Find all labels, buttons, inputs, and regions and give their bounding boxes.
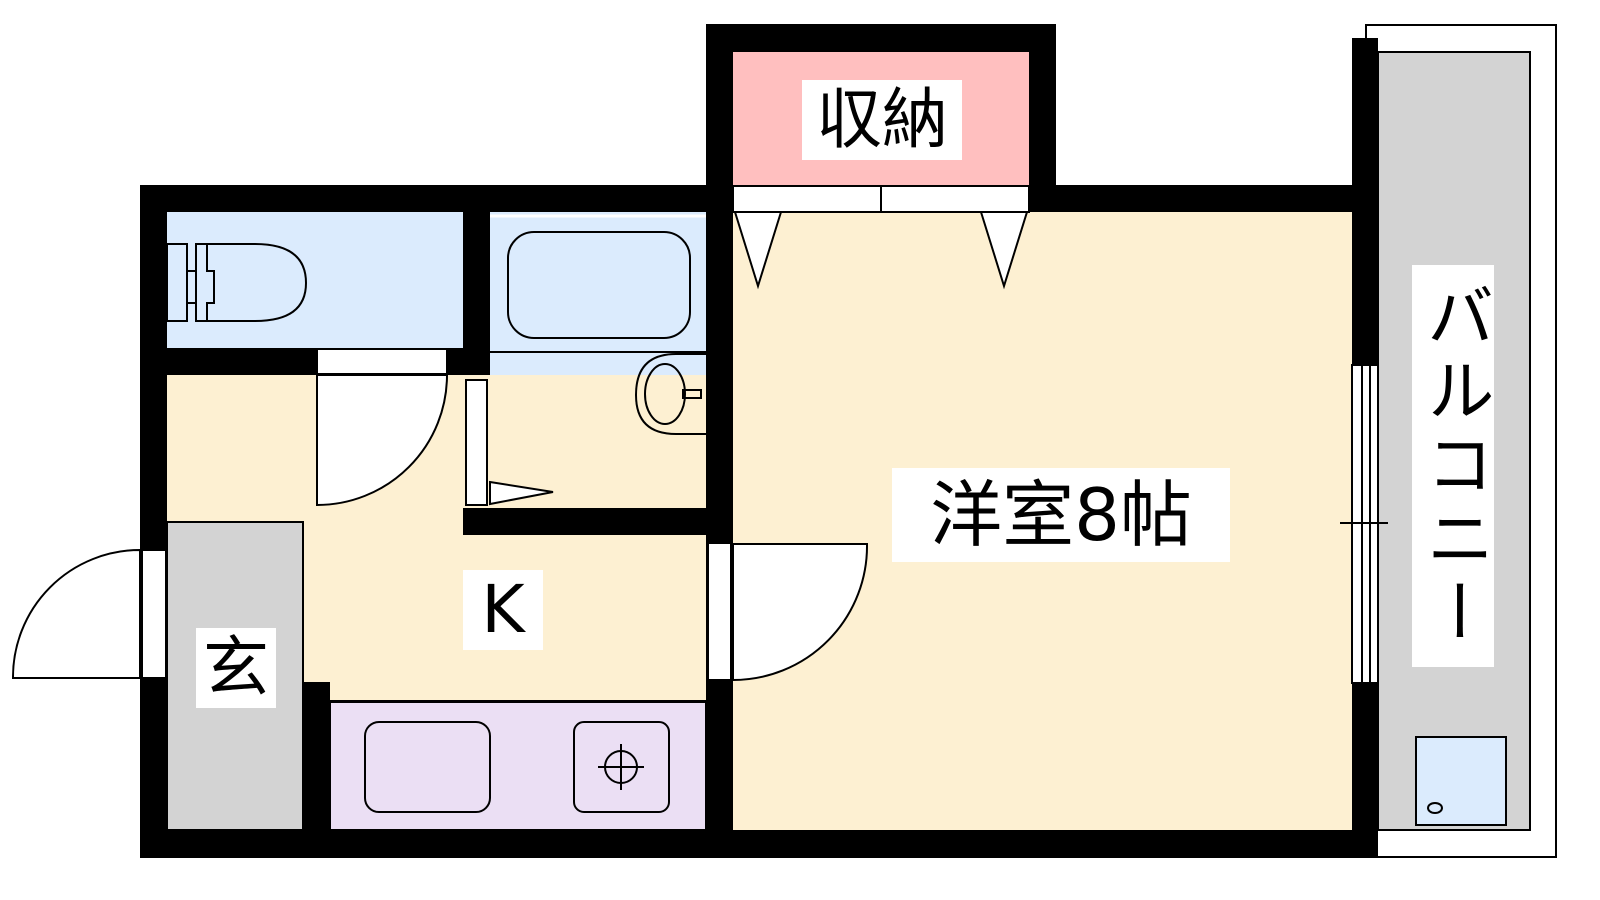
toilet-icon [166, 243, 308, 322]
kitchen-label: K [463, 570, 543, 650]
entrance-door[interactable] [11, 548, 167, 679]
western-room-label: 洋室8帖 [892, 468, 1230, 562]
stove-icon [573, 721, 670, 813]
toilet-floor [167, 212, 463, 348]
toilet-door[interactable] [316, 348, 449, 507]
washbasin-icon [634, 353, 706, 435]
storage-label: 収納 [802, 80, 962, 160]
outdoor-unit [1415, 736, 1507, 826]
drain-icon [1427, 802, 1443, 814]
room-door[interactable] [707, 542, 869, 682]
bathtub-icon [507, 231, 691, 339]
bath-door[interactable] [465, 379, 554, 506]
sink-icon [364, 721, 491, 813]
balcony-label: バルコニー [1412, 265, 1494, 667]
balcony-window[interactable] [1340, 364, 1388, 684]
entrance-label: 玄 [196, 628, 276, 708]
